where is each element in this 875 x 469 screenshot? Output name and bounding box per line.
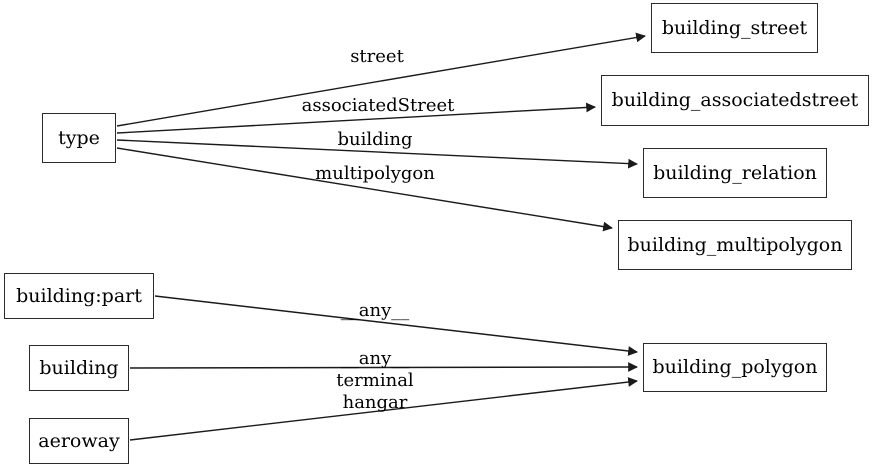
node-label: building xyxy=(39,356,119,379)
node-building-relation[interactable]: building_relation xyxy=(643,148,827,198)
node-label: building:part xyxy=(16,284,142,307)
node-building-street[interactable]: building_street xyxy=(651,3,818,53)
node-label: building_multipolygon xyxy=(627,233,843,256)
edge-lines xyxy=(116,32,646,441)
edge-building-any xyxy=(129,362,638,372)
node-label: building_polygon xyxy=(652,356,818,378)
edge-aeroway-terminal-hangar xyxy=(129,377,638,441)
edge-label-street: street xyxy=(350,46,404,67)
edge-type-street xyxy=(116,32,646,127)
edge-type-associatedstreet xyxy=(116,102,596,134)
node-label: type xyxy=(58,126,100,149)
edge-label-terminal: terminal xyxy=(336,370,414,391)
edge-label-any-building: __any__ xyxy=(340,348,410,369)
node-label: building_relation xyxy=(653,161,817,184)
node-label: aeroway xyxy=(38,429,120,452)
edge-label-building: building xyxy=(337,129,413,150)
node-building-part[interactable]: building:part xyxy=(4,273,154,319)
edge-type-multipolygon xyxy=(116,147,613,232)
node-building-associatedstreet[interactable]: building_associatedstreet xyxy=(601,75,869,126)
node-aeroway[interactable]: aeroway xyxy=(29,418,129,464)
edge-label-hangar: hangar xyxy=(342,392,408,413)
edge-label-any-part: __any__ xyxy=(340,300,410,321)
node-type[interactable]: type xyxy=(42,113,116,163)
node-building-polygon[interactable]: building_polygon xyxy=(643,343,827,392)
node-label: building_street xyxy=(661,16,808,39)
node-building-multipolygon[interactable]: building_multipolygon xyxy=(618,220,852,270)
node-building[interactable]: building xyxy=(29,345,129,391)
edge-label-multipolygon: multipolygon xyxy=(315,163,435,184)
edge-type-building xyxy=(116,139,638,169)
edge-label-associatedstreet: associatedStreet xyxy=(301,95,455,116)
edge-buildingpart-any xyxy=(154,295,638,356)
node-label: building_associatedstreet xyxy=(611,89,859,111)
